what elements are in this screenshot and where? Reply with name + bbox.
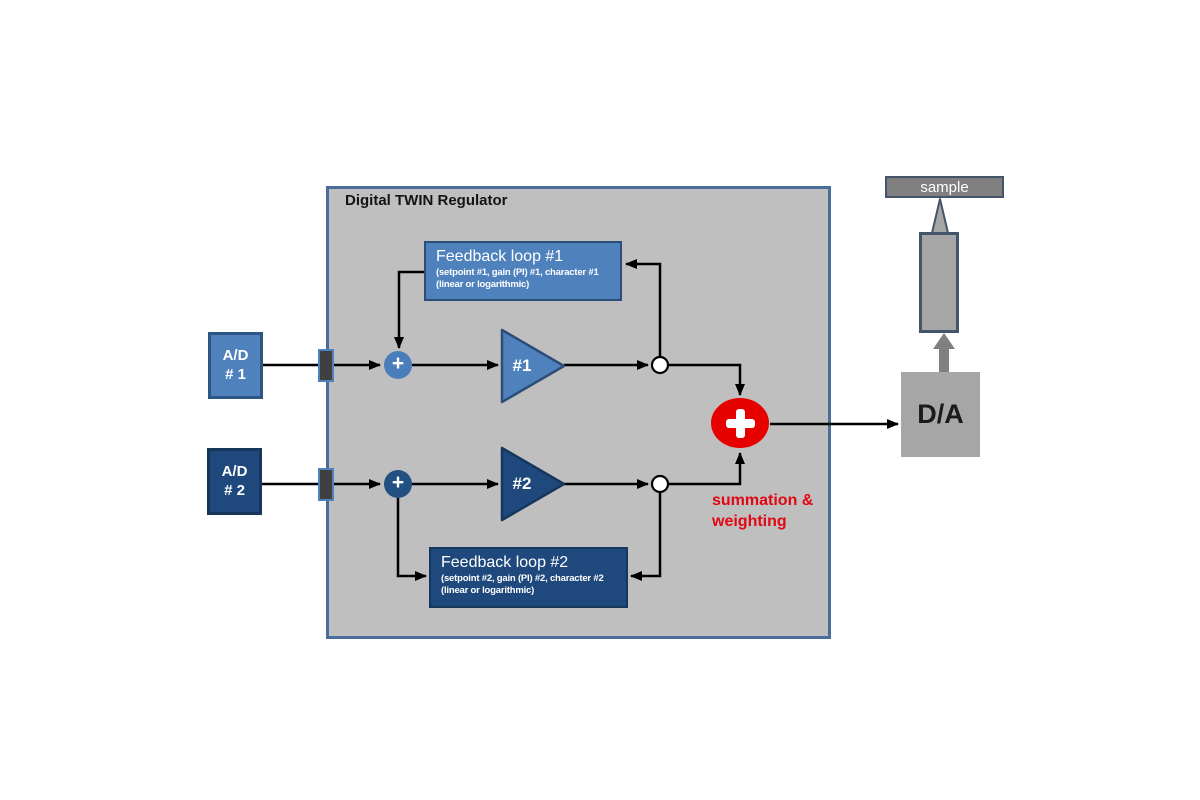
ad1-label-line2: # 1 <box>225 366 246 383</box>
feedback1-title: Feedback loop #1 <box>436 248 564 265</box>
block-arrow-icon <box>933 333 955 372</box>
sum1-plus-icon: + <box>391 352 405 375</box>
feedback2-detail-2: (linear or logarithmic) <box>441 585 535 596</box>
summation-caption: summation & weighting <box>712 490 813 532</box>
amplifier-2-label: #2 <box>512 474 532 493</box>
feedback2-title: Feedback loop #2 <box>441 554 569 571</box>
feedback1-detail-2: (linear or logarithmic) <box>436 279 530 290</box>
ad2-label-line2: # 2 <box>224 482 245 499</box>
ad2-label-line1: A/D <box>221 463 248 480</box>
summation-caption-line1: summation & <box>712 492 814 509</box>
summation-caption-line2: weighting <box>712 513 787 530</box>
plus-bar-vertical <box>736 409 745 438</box>
ad1-label-line1: A/D <box>222 347 249 364</box>
sample-label: sample <box>920 178 969 196</box>
probe-tip <box>931 198 949 234</box>
ad-converter-2: A/D # 2 <box>207 448 262 515</box>
probe-body <box>919 232 959 333</box>
amplifier-1-label: #1 <box>512 356 532 375</box>
feedback2-detail-1: (setpoint #2, gain (PI) #2, character #2 <box>441 573 604 584</box>
feedback1-detail-1: (setpoint #1, gain (PI) #1, character #1 <box>436 267 599 278</box>
da-label: D/A <box>917 399 964 429</box>
sum2-plus-icon: + <box>391 471 405 494</box>
panel-title: Digital TWIN Regulator <box>345 192 508 209</box>
summation-plus-icon <box>726 409 755 438</box>
feedback-loop-1-box: Feedback loop #1 (setpoint #1, gain (PI)… <box>424 241 622 301</box>
sample-bar: sample <box>885 176 1004 198</box>
ad-converter-1: A/D # 1 <box>208 332 263 399</box>
da-converter-box: D/A <box>901 372 980 457</box>
feedback-loop-2-box: Feedback loop #2 (setpoint #2, gain (PI)… <box>429 547 628 608</box>
